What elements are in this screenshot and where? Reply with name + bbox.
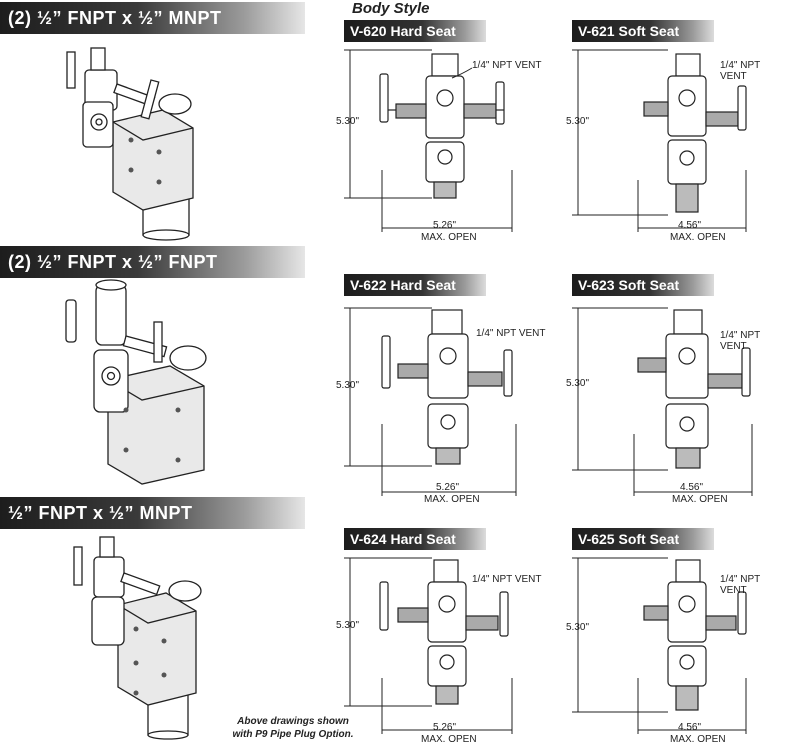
manifold-illustration-3: [73, 536, 202, 740]
panel-v-624: V-624 Hard Seat 5.30" 1/4" NPT VENT 5.26…: [336, 528, 554, 756]
width-dimension: 4.56": [678, 220, 702, 231]
height-dimension: 5.30": [336, 620, 360, 631]
max-open-label: MAX. OPEN: [424, 494, 480, 505]
manifold-illustration-2: [65, 279, 207, 485]
vent-label: 1/4" NPT VENT: [720, 574, 761, 596]
max-open-label: MAX. OPEN: [670, 232, 726, 243]
model-label: V-625 Soft Seat: [572, 528, 714, 550]
width-dimension: 4.56": [678, 722, 702, 733]
valve-drawing-soft-seat: [572, 557, 747, 734]
connection-banner-1: (2) ½” FNPT x ½” MNPT: [0, 2, 305, 34]
vent-label: 1/4" NPT VENT: [472, 574, 542, 585]
model-label: V-623 Soft Seat: [572, 274, 714, 296]
model-label: V-624 Hard Seat: [344, 528, 486, 550]
max-open-label: MAX. OPEN: [421, 232, 477, 243]
vent-label: 1/4" NPT VENT: [720, 330, 761, 352]
max-open-label: MAX. OPEN: [672, 494, 728, 505]
drawing-caption: Above drawings shown with P9 Pipe Plug O…: [213, 715, 373, 741]
height-dimension: 5.30": [336, 116, 360, 127]
panel-v-625: V-625 Soft Seat 5.30" 1/4" NPT VENT 4.56…: [566, 528, 782, 756]
vent-label: 1/4" NPT VENT: [476, 328, 546, 339]
vent-label: 1/4" NPT VENT: [472, 60, 542, 71]
model-label: V-620 Hard Seat: [344, 20, 486, 42]
height-dimension: 5.30": [566, 378, 590, 389]
height-dimension: 5.30": [336, 380, 360, 391]
model-label: V-622 Hard Seat: [344, 274, 486, 296]
caption-line-1: Above drawings shown: [237, 716, 349, 727]
max-open-label: MAX. OPEN: [670, 734, 726, 745]
connection-banner-3: ½” FNPT x ½” MNPT: [0, 497, 305, 529]
valve-drawing-hard-seat: [344, 557, 513, 734]
valve-drawing-soft-seat: [572, 49, 747, 232]
valve-drawing-hard-seat: [344, 307, 517, 496]
caption-line-2: with P9 Pipe Plug Option.: [232, 729, 354, 740]
manifold-illustration-1: [66, 47, 194, 241]
max-open-label: MAX. OPEN: [421, 734, 477, 745]
connection-banner-2: (2) ½” FNPT x ½” FNPT: [0, 246, 305, 278]
panel-v-621: V-621 Soft Seat 5.30" 1/4" NPT VENT 4.56…: [566, 20, 782, 248]
width-dimension: 5.26": [436, 482, 460, 493]
width-dimension: 5.26": [433, 722, 457, 733]
vent-label: 1/4" NPT VENT: [720, 60, 761, 82]
valve-drawing-hard-seat: [344, 49, 513, 232]
panel-v-622: V-622 Hard Seat 5.30" 1/4" NPT VENT 5.26…: [336, 274, 554, 505]
body-style-heading: Body Style: [352, 0, 430, 17]
valve-drawing-soft-seat: [572, 307, 753, 496]
width-dimension: 5.26": [433, 220, 457, 231]
width-dimension: 4.56": [680, 482, 704, 493]
panel-v-620: V-620 Hard Seat 5.30" 1/4" NPT VENT 5.26…: [336, 20, 554, 248]
panel-v-623: V-623 Soft Seat 5.30" 1/4" NPT VENT 4.56…: [566, 274, 782, 505]
height-dimension: 5.30": [566, 622, 590, 633]
model-label: V-621 Soft Seat: [572, 20, 714, 42]
height-dimension: 5.30": [566, 116, 590, 127]
